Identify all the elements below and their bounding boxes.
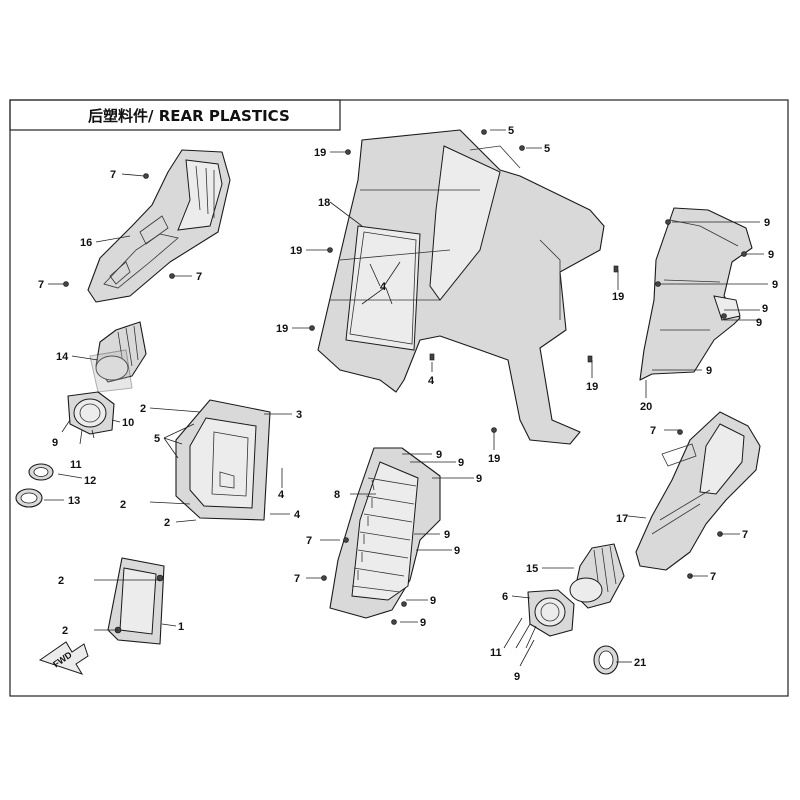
part-12-ring xyxy=(28,463,54,481)
callout-9: 9 xyxy=(768,249,774,261)
fwd-arrow-icon: FWD xyxy=(38,641,89,675)
part-20-side-panel-right xyxy=(639,207,753,381)
callout-9: 9 xyxy=(764,217,770,229)
title-box xyxy=(9,99,341,131)
callout-3: 3 xyxy=(296,409,302,421)
callout-2: 2 xyxy=(62,625,68,637)
callout-4: 4 xyxy=(428,375,435,387)
diagram-title: 后塑料件/ REAR PLASTICS xyxy=(88,107,290,125)
callout-7: 7 xyxy=(294,573,300,585)
callout-14: 14 xyxy=(56,351,69,363)
callout-13: 13 xyxy=(68,495,80,507)
callout-4: 4 xyxy=(278,489,285,501)
callout-9: 9 xyxy=(436,449,442,461)
callout-5: 5 xyxy=(154,433,160,445)
callout-9: 9 xyxy=(514,671,520,683)
callout-5: 5 xyxy=(544,143,550,155)
callout-20: 20 xyxy=(640,401,652,413)
callout-2: 2 xyxy=(120,499,126,511)
callout-9: 9 xyxy=(52,437,58,449)
callout-9: 9 xyxy=(762,303,768,315)
callout-1: 1 xyxy=(178,621,184,633)
callout-2: 2 xyxy=(164,517,170,529)
callout-2: 2 xyxy=(140,403,146,415)
callout-7: 7 xyxy=(306,535,312,547)
callout-9: 9 xyxy=(706,365,712,377)
callout-17: 17 xyxy=(616,513,628,525)
callout-4: 4 xyxy=(380,281,387,293)
part-21-ring xyxy=(593,645,619,675)
callout-9: 9 xyxy=(420,617,426,629)
callout-19: 19 xyxy=(314,147,326,159)
callout-9: 9 xyxy=(476,473,482,485)
callout-labels: 7 16 7 7 14 10 9 11 12 13 2 3 5 4 2 4 2 … xyxy=(38,125,778,683)
callout-2: 2 xyxy=(58,575,64,587)
part-10-duct-flange xyxy=(67,391,115,435)
callout-11: 11 xyxy=(490,647,502,659)
callout-21: 21 xyxy=(634,657,646,669)
callout-19: 19 xyxy=(488,453,500,465)
part-8-grille-panel xyxy=(321,447,441,625)
callout-12: 12 xyxy=(84,475,96,487)
callout-6: 6 xyxy=(502,591,508,603)
callout-7: 7 xyxy=(742,529,748,541)
callout-9: 9 xyxy=(772,279,778,291)
part-16-rear-cover-left xyxy=(63,149,231,303)
callout-9: 9 xyxy=(430,595,436,607)
outer-frame xyxy=(9,99,789,697)
callout-11: 11 xyxy=(70,459,82,471)
callout-7: 7 xyxy=(38,279,44,291)
callout-5: 5 xyxy=(508,125,514,137)
callout-9: 9 xyxy=(458,457,464,469)
callout-15: 15 xyxy=(526,563,538,575)
callout-16: 16 xyxy=(80,237,92,249)
callout-7: 7 xyxy=(710,571,716,583)
callout-10: 10 xyxy=(122,417,134,429)
callout-7: 7 xyxy=(196,271,202,283)
callout-9: 9 xyxy=(444,529,450,541)
callout-7: 7 xyxy=(650,425,656,437)
callout-19: 19 xyxy=(586,381,598,393)
callout-7: 7 xyxy=(110,169,116,181)
callout-4: 4 xyxy=(294,509,301,521)
callout-8: 8 xyxy=(334,489,340,501)
part-15-air-duct-right xyxy=(569,543,625,609)
part-3-storage-box xyxy=(175,399,271,521)
part-13-ring xyxy=(15,488,43,508)
callout-9: 9 xyxy=(756,317,762,329)
part-18-rear-panel xyxy=(309,129,619,445)
callout-9: 9 xyxy=(454,545,460,557)
callout-19: 19 xyxy=(612,291,624,303)
leader-lines xyxy=(44,129,768,667)
callout-19: 19 xyxy=(290,245,302,257)
part-17-rear-cover-right xyxy=(635,411,761,579)
callout-18: 18 xyxy=(318,197,330,209)
part-14-air-duct xyxy=(89,321,147,393)
callout-19: 19 xyxy=(276,323,288,335)
part-1-storage-lid xyxy=(107,557,165,645)
